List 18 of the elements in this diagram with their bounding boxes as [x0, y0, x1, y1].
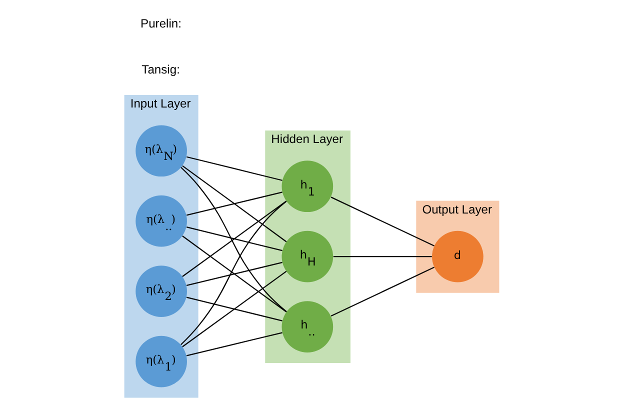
- node-circle: d: [432, 230, 484, 282]
- connector: [182, 200, 287, 277]
- label: Purelin:: [140, 16, 182, 31]
- connector: [186, 226, 282, 252]
- connector: [182, 165, 287, 242]
- connector: [186, 156, 282, 181]
- connector: [182, 236, 287, 312]
- connector: [186, 262, 282, 286]
- connector: [186, 296, 282, 322]
- connector: [180, 166, 287, 312]
- connector: [180, 200, 287, 346]
- connector: [186, 332, 282, 356]
- connector: [330, 266, 434, 316]
- connector: [330, 196, 434, 246]
- connector: [182, 270, 287, 348]
- connector: [333, 256, 432, 258]
- connector: [186, 192, 282, 216]
- label: Tansig:: [142, 62, 180, 77]
